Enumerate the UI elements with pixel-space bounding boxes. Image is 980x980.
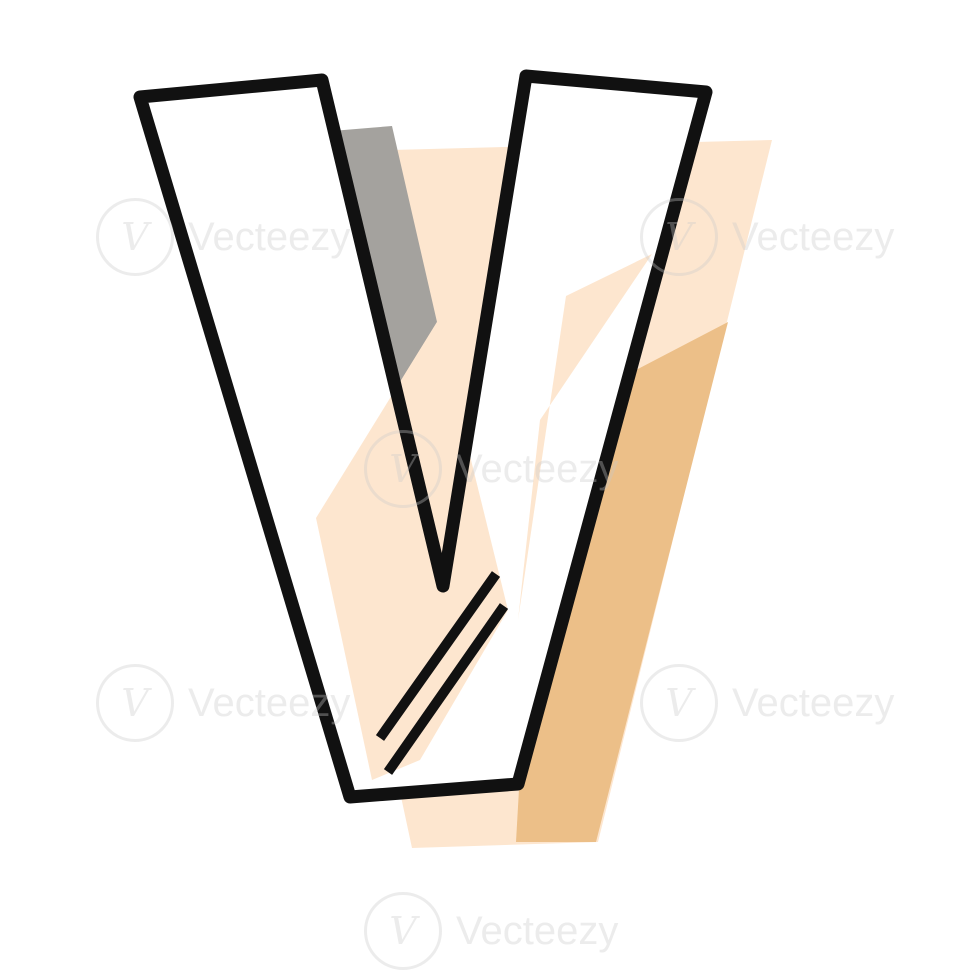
letter-v-stroke: [133, 69, 713, 804]
stripe-1: [375, 571, 501, 741]
letter-v-outline: [140, 76, 706, 797]
inner-peach-right: [518, 254, 652, 620]
stripe-2: [383, 603, 509, 775]
